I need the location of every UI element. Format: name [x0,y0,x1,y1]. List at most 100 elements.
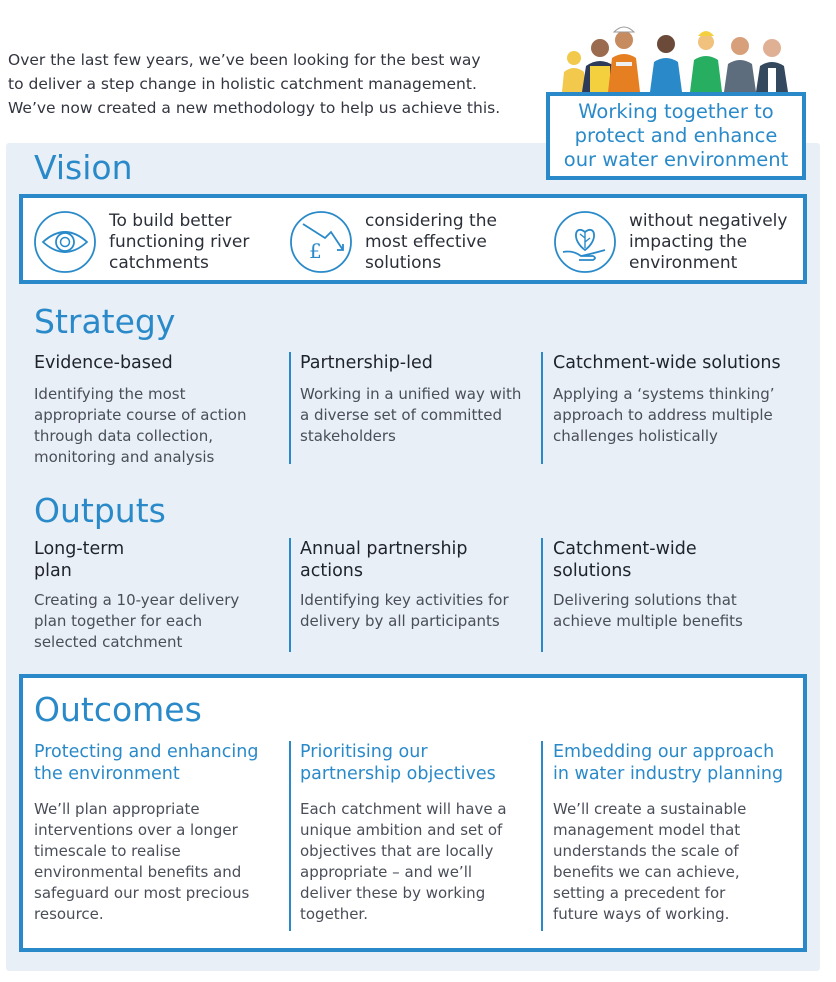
column-divider [289,741,291,931]
title-line: Embedding our approach [553,742,775,762]
strategy-column: Partnership-led Working in a unified way… [300,352,521,447]
title-line: Evidence-based [34,353,173,373]
vision-heading: Vision [34,148,133,187]
column-title: Catchment-wide solutions [553,538,743,582]
pound-arrow-icon: £ [290,211,352,273]
body-line: Identifying the most [34,385,186,403]
outcomes-box [19,674,807,952]
vision-item: To build better functioning river catchm… [33,206,249,278]
column-divider [289,352,291,464]
body-line: safeguard our most precious [34,884,250,902]
body-line: challenges holistically [553,427,718,445]
body-line: Applying a ‘systems thinking’ [553,385,775,403]
body-line: monitoring and analysis [34,448,215,466]
svg-text:£: £ [309,239,322,263]
title-line: solutions [553,561,632,581]
tagline-line: our water environment [563,148,789,171]
outputs-column: Annual partnership actions Identifying k… [300,538,509,632]
outcomes-column: Protecting and enhancing the environment… [34,741,258,925]
intro-line: We’ve now created a new methodology to h… [8,99,501,117]
column-body: Delivering solutions that achieve multip… [553,590,743,632]
body-line: stakeholders [300,427,396,445]
body-line: We’ll create a sustainable [553,800,747,818]
vision-line: most effective [365,231,487,252]
body-line: objectives that are locally [300,842,494,860]
body-line: setting a precedent for [553,884,726,902]
column-title: Annual partnership actions [300,538,509,582]
outcomes-column: Prioritising our partnership objectives … [300,741,507,925]
vision-line: solutions [365,252,442,273]
column-divider [541,741,543,931]
outputs-column: Catchment-wide solutions Delivering solu… [553,538,743,632]
intro-line: to deliver a step change in holistic cat… [8,75,477,93]
body-line: achieve multiple benefits [553,612,743,630]
vision-line: functioning river [109,231,250,252]
column-body: We’ll plan appropriate interventions ove… [34,799,258,925]
outcomes-heading: Outcomes [34,690,202,729]
body-line: delivery by all participants [300,612,500,630]
title-line: partnership objectives [300,764,496,784]
body-line: future ways of working. [553,905,730,923]
body-line: environmental benefits and [34,863,242,881]
body-line: deliver these by working [300,884,486,902]
intro-line: Over the last few years, we’ve been look… [8,51,481,69]
title-line: Catchment-wide [553,539,697,559]
body-line: approach to address multiple [553,406,773,424]
body-line: Each catchment will have a [300,800,507,818]
vision-text: To build better functioning river catchm… [109,211,249,274]
column-body: Identifying the most appropriate course … [34,384,246,468]
vision-box: To build better functioning river catchm… [19,194,807,284]
body-line: unique ambition and set of [300,821,503,839]
tagline-callout: Working together to protect and enhance … [546,92,806,180]
outputs-column: Long-term plan Creating a 10-year delive… [34,538,239,653]
title-line: Catchment-wide solutions [553,353,781,373]
body-line: Creating a 10-year delivery [34,591,240,609]
title-line: Partnership-led [300,353,433,373]
column-title: Embedding our approach in water industry… [553,741,783,785]
body-line: timescale to realise [34,842,181,860]
title-line: Protecting and enhancing [34,742,259,762]
outcomes-column: Embedding our approach in water industry… [553,741,783,925]
vision-line: To build better [109,210,232,231]
title-line: actions [300,561,363,581]
column-body: Each catchment will have a unique ambiti… [300,799,507,925]
vision-item: £ considering the most effective solutio… [289,206,497,278]
body-line: plan together for each [34,612,203,630]
body-line: understands the scale of [553,842,739,860]
column-title: Evidence-based [34,352,246,374]
tagline-line: protect and enhance [574,124,778,147]
title-line: Long-term [34,539,125,559]
intro-paragraph: Over the last few years, we’ve been look… [8,48,528,120]
body-line: through data collection, [34,427,213,445]
hand-leaf-icon [554,211,616,273]
body-line: Identifying key activities for [300,591,509,609]
column-divider [289,538,291,652]
vision-line: catchments [109,252,209,273]
body-line: appropriate – and we’ll [300,863,473,881]
strategy-heading: Strategy [34,302,176,341]
column-body: Creating a 10-year delivery plan togethe… [34,590,239,653]
eye-icon [34,211,96,273]
column-body: Identifying key activities for delivery … [300,590,509,632]
vision-line: without negatively [629,210,788,231]
outputs-heading: Outputs [34,491,166,530]
tagline-line: Working together to [578,100,774,123]
column-title: Partnership-led [300,352,521,374]
title-line: the environment [34,764,180,784]
vision-line: impacting the [629,231,748,252]
column-body: Working in a unified way with a diverse … [300,384,521,447]
title-line: Prioritising our [300,742,428,762]
column-title: Catchment-wide solutions [553,352,781,374]
column-title: Protecting and enhancing the environment [34,741,258,785]
body-line: management model that [553,821,741,839]
body-line: together. [300,905,368,923]
body-line: We’ll plan appropriate [34,800,200,818]
body-line: Delivering solutions that [553,591,737,609]
vision-line: considering the [365,210,497,231]
vision-text: considering the most effective solutions [365,211,497,274]
body-line: resource. [34,905,104,923]
column-title: Prioritising our partnership objectives [300,741,507,785]
body-line: selected catchment [34,633,183,651]
vision-text: without negatively impacting the environ… [629,211,787,274]
body-line: Working in a unified way with [300,385,522,403]
